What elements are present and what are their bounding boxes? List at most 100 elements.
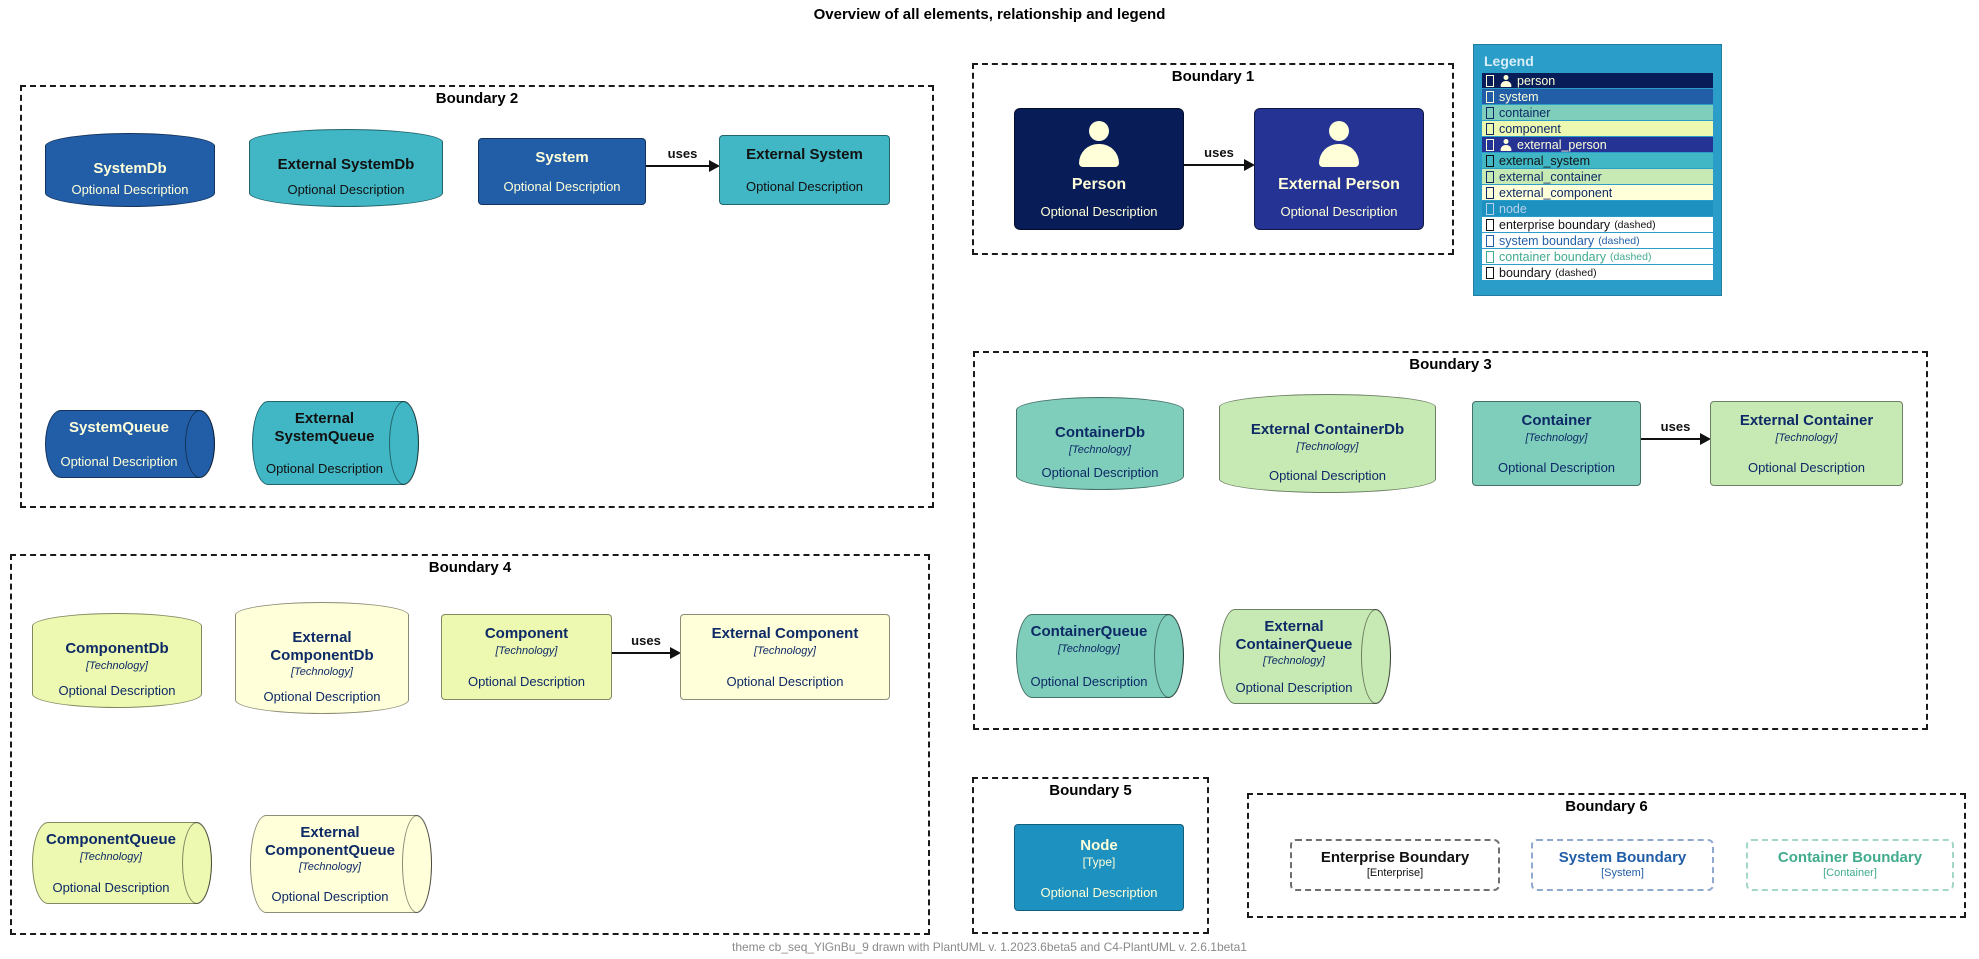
element-title: External ContainerQueue [1235, 618, 1353, 653]
element-sub: [System] [1601, 867, 1644, 880]
legend-row-person: person [1482, 73, 1713, 88]
external-systemqueue-element: External SystemQueue Optional Descriptio… [252, 401, 419, 485]
element-technology: [Technology] [1263, 655, 1325, 668]
legend-row-label: system [1499, 89, 1539, 104]
element-technology: [Technology] [299, 861, 361, 874]
box-glyph-icon [1486, 138, 1494, 151]
element-title: Container [1521, 412, 1592, 429]
legend-row-external-system: external_system [1482, 153, 1713, 168]
element-description: Optional Description [1040, 203, 1158, 219]
legend-title: Legend [1484, 53, 1534, 69]
element-technology: [Technology] [1775, 431, 1838, 444]
boundary-2-label: Boundary 2 [435, 90, 519, 107]
cylinder-body [249, 142, 443, 207]
relationship-label: uses [667, 146, 698, 161]
arrow-line [646, 165, 714, 167]
legend-row-label: system boundary [1499, 233, 1595, 248]
legend-row-external-person: external_person [1482, 137, 1713, 152]
legend-row-suffix: (dashed) [1555, 266, 1597, 279]
element-description: Optional Description [71, 181, 189, 197]
external-containerdb-element: External ContainerDb [Technology] Option… [1219, 394, 1436, 493]
arrow-line [1641, 438, 1705, 440]
system-boundary-element: System Boundary [System] [1531, 839, 1714, 891]
legend-row-external-container: external_container [1482, 169, 1713, 184]
legend-row-suffix: (dashed) [1614, 218, 1656, 231]
element-description: Optional Description [271, 888, 389, 904]
element-title: External ComponentQueue [265, 824, 395, 859]
legend-row-container-boundary: container boundary (dashed) [1482, 249, 1713, 264]
componentqueue-element: ComponentQueue [Technology] Optional Des… [32, 822, 212, 904]
person-icon [1499, 139, 1512, 151]
person-icon [1499, 75, 1512, 87]
boundary-1: Boundary 1 [972, 63, 1454, 255]
cylinder-body [32, 626, 202, 708]
container-boundary-element: Container Boundary [Container] [1746, 839, 1954, 891]
element-title: ContainerDb [1055, 424, 1145, 441]
element-description: Optional Description [1235, 679, 1353, 695]
legend-row-label: container boundary [1499, 249, 1607, 264]
element-description: Optional Description [287, 181, 405, 197]
uses-arrow: uses [612, 633, 681, 659]
componentdb-element: ComponentDb [Technology] Optional Descri… [32, 613, 202, 708]
element-type: [Type] [1082, 854, 1116, 869]
legend-row-system: system [1482, 89, 1713, 104]
systemqueue-element: SystemQueue Optional Description [45, 410, 215, 478]
element-title: System Boundary [1558, 849, 1687, 867]
cylinder-body [1219, 407, 1436, 493]
cylinder-body [235, 615, 409, 714]
diagram-title: Overview of all elements, relationship a… [813, 6, 1166, 23]
element-title: Container Boundary [1777, 849, 1923, 867]
legend-row-label: external_container [1499, 169, 1602, 184]
legend-row-system-boundary: system boundary (dashed) [1482, 233, 1713, 248]
box-glyph-icon [1486, 250, 1494, 263]
arrow-line [1184, 164, 1249, 166]
legend-row-boundary: boundary (dashed) [1482, 265, 1713, 280]
element-title: External Container [1739, 412, 1874, 429]
external-containerqueue-element: External ContainerQueue [Technology] Opt… [1219, 609, 1391, 704]
boundary-1-label: Boundary 1 [1171, 68, 1255, 85]
box-glyph-icon [1486, 90, 1494, 103]
legend-row-suffix: (dashed) [1598, 234, 1640, 247]
legend-row-container: container [1482, 105, 1713, 120]
element-title: ComponentQueue [46, 831, 176, 848]
element-description: Optional Description [1497, 459, 1616, 475]
legend-row-label: container [1499, 105, 1551, 120]
cylinder-body [1016, 410, 1184, 490]
boundary-2: Boundary 2 [20, 85, 934, 508]
boundary-6-label: Boundary 6 [1565, 798, 1648, 815]
element-description: Optional Description [1041, 464, 1159, 480]
box-glyph-icon [1486, 154, 1494, 167]
legend-row-label: enterprise boundary [1499, 217, 1611, 232]
external-system-element: External System Optional Description [719, 135, 890, 205]
element-title: SystemQueue [68, 419, 170, 436]
queue-cap [389, 401, 419, 485]
relationship-label: uses [631, 633, 661, 648]
external-componentqueue-element: External ComponentQueue [Technology] Opt… [250, 815, 432, 913]
queue-cap [402, 815, 432, 913]
element-title: Node [1080, 837, 1118, 854]
component-element: Component [Technology] Optional Descript… [441, 614, 612, 700]
element-title: External SystemDb [277, 156, 415, 173]
box-glyph-icon [1486, 106, 1494, 119]
box-glyph-icon [1486, 234, 1494, 247]
external-systemdb-element: External SystemDb Optional Description [249, 129, 443, 207]
relationship-label: uses [1660, 419, 1691, 434]
external-component-element: External Component [Technology] Optional… [680, 614, 890, 700]
element-title: ContainerQueue [1030, 623, 1148, 640]
boundary-3-label: Boundary 3 [1409, 356, 1492, 373]
element-title: External Person [1278, 175, 1400, 193]
element-title: External Component [711, 625, 859, 642]
box-glyph-icon [1486, 74, 1494, 87]
element-description: Optional Description [726, 673, 844, 689]
element-description: Optional Description [1040, 884, 1158, 900]
box-glyph-icon [1486, 170, 1494, 183]
element-description: Optional Description [52, 879, 170, 895]
element-title: System [535, 149, 589, 166]
element-title: External ContainerDb [1250, 421, 1405, 438]
element-description: Optional Description [745, 178, 864, 194]
queue-cap [185, 410, 215, 478]
element-title: Component [484, 625, 569, 642]
legend-row-suffix: (dashed) [1610, 250, 1652, 263]
box-glyph-icon [1486, 122, 1494, 135]
